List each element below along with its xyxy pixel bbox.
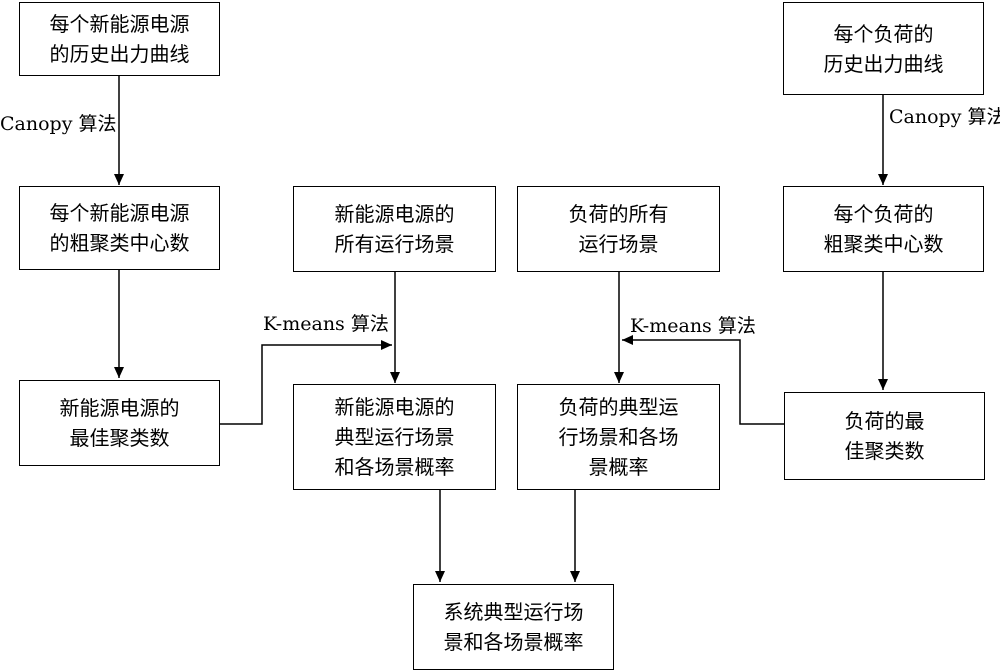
node-text-line: 景和各场景概率 xyxy=(443,630,584,654)
edge-label-kmeans-right: K-means 算法 xyxy=(630,315,756,337)
node-text-line: 负荷的最 xyxy=(844,409,925,433)
edge-label-kmeans-left: K-means 算法 xyxy=(263,313,389,335)
node-load-best-k: 负荷的最 佳聚类数 xyxy=(784,392,985,480)
node-text-line: 每个负荷的 xyxy=(833,202,934,226)
node-re-typical-scenarios: 新能源电源的 典型运行场景 和各场景概率 xyxy=(293,384,496,490)
node-load-all-scenarios: 负荷的所有 运行场景 xyxy=(517,186,720,272)
node-load-history-curve: 每个负荷的 历史出力曲线 xyxy=(783,2,984,95)
node-text-line: 历史出力曲线 xyxy=(823,51,944,76)
node-load-coarse-centers: 每个负荷的 粗聚类中心数 xyxy=(783,186,984,272)
node-re-coarse-centers: 每个新能源电源 的粗聚类中心数 xyxy=(19,186,220,270)
node-re-best-k: 新能源电源的 最佳聚类数 xyxy=(19,380,220,466)
node-text-line: 典型运行场景 xyxy=(334,425,455,449)
node-text-line: 新能源电源的 xyxy=(334,395,455,419)
node-text-line: 新能源电源的 xyxy=(334,202,455,226)
node-text-line: 最佳聚类数 xyxy=(69,426,170,450)
node-re-history-curve: 每个新能源电源 的历史出力曲线 xyxy=(19,2,220,76)
node-text-line: 每个新能源电源 xyxy=(49,201,190,225)
node-text-line: 系统典型运行场 xyxy=(443,600,584,624)
node-text-line: 每个负荷的 xyxy=(833,21,934,46)
node-text-line: 所有运行场景 xyxy=(334,232,455,256)
node-load-typical-scenarios: 负荷的典型运 行场景和各场 景概率 xyxy=(517,384,720,490)
node-text-line: 粗聚类中心数 xyxy=(823,232,944,256)
node-text-line: 每个新能源电源 xyxy=(49,12,190,36)
node-text-line: 的历史出力曲线 xyxy=(49,42,190,66)
node-text-line: 行场景和各场 xyxy=(558,425,679,449)
arrow-re-best-to-kmeans xyxy=(220,340,392,425)
node-text-line: 景概率 xyxy=(588,455,649,479)
node-text-line: 佳聚类数 xyxy=(844,439,925,463)
edge-label-canopy-left: Canopy 算法 xyxy=(0,113,117,135)
arrow-load-best-to-kmeans xyxy=(622,335,784,425)
node-text-line: 负荷的所有 xyxy=(568,202,669,226)
node-system-typical-scenarios: 系统典型运行场 景和各场景概率 xyxy=(413,584,614,670)
node-text-line: 新能源电源的 xyxy=(59,396,180,420)
node-text-line: 负荷的典型运 xyxy=(558,395,679,419)
edge-label-canopy-right: Canopy 算法 xyxy=(889,106,1000,128)
node-re-all-scenarios: 新能源电源的 所有运行场景 xyxy=(293,186,496,272)
node-text-line: 运行场景 xyxy=(578,232,659,256)
node-text-line: 的粗聚类中心数 xyxy=(49,231,190,255)
node-text-line: 和各场景概率 xyxy=(334,455,455,479)
